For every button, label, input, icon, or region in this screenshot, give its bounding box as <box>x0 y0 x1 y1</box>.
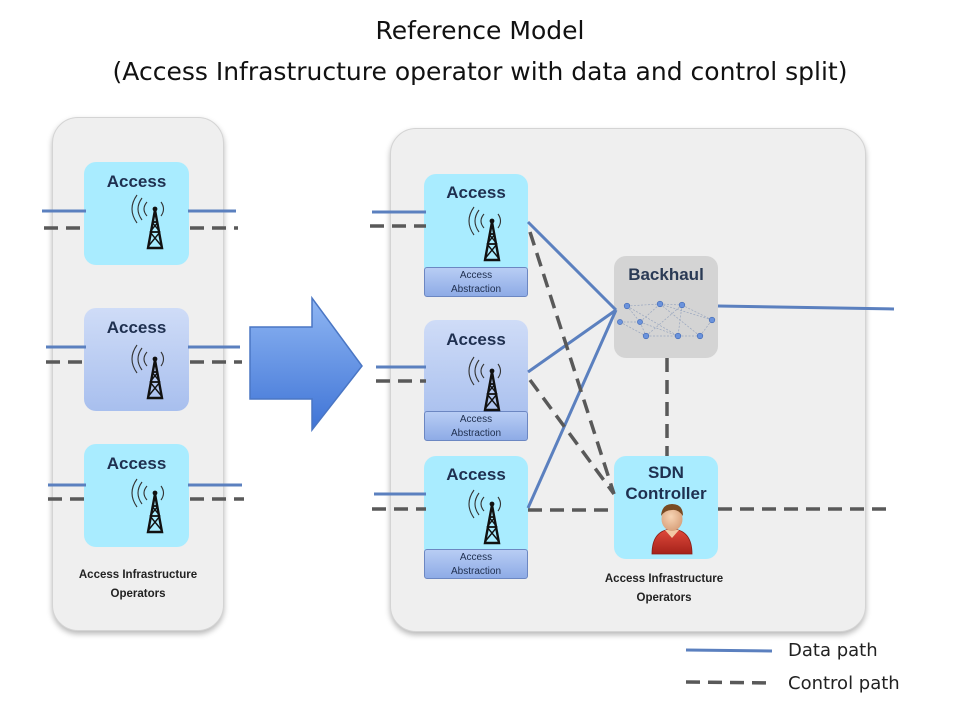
backhaul-box: Backhaul <box>614 256 718 358</box>
right-operators-label: Access Infrastructure Operators <box>574 570 754 608</box>
left-control-lines <box>44 226 244 501</box>
cell-tower-icon <box>130 477 165 534</box>
person-icon <box>651 504 693 555</box>
left-access-box-1: Access <box>84 162 189 265</box>
legend-control-line <box>685 680 773 685</box>
access-label: Access <box>446 465 506 484</box>
data-line <box>527 308 617 374</box>
legend-data-line <box>685 648 773 653</box>
data-line <box>526 220 618 312</box>
cell-tower-icon <box>467 355 502 412</box>
right-access-box-2: Access <box>424 320 528 422</box>
access-label: Access <box>106 318 167 337</box>
cell-tower-icon <box>130 193 165 250</box>
cell-tower-icon <box>130 343 165 400</box>
abstraction-line-2: Abstraction <box>450 284 502 295</box>
legend-control-path: Control path <box>788 673 900 694</box>
access-abstraction-2: Access Abstraction <box>424 411 528 441</box>
abstraction-line-2: Abstraction <box>450 566 502 577</box>
abstraction-line-1: Access <box>459 270 493 281</box>
backhaul-data-lines <box>526 220 895 509</box>
legend-lines <box>685 648 773 685</box>
access-label: Access <box>446 183 506 202</box>
right-entry-control-lines <box>370 224 426 511</box>
sdn-line-1: SDN <box>648 463 684 482</box>
abstraction-line-2: Abstraction <box>450 428 502 439</box>
abstraction-line-1: Access <box>459 414 493 425</box>
left-access-box-3: Access <box>84 444 189 547</box>
backhaul-label: Backhaul <box>628 265 704 284</box>
control-line <box>528 378 616 496</box>
access-abstraction-1: Access Abstraction <box>424 267 528 297</box>
left-operators-label: Access Infrastructure Operators <box>52 566 224 604</box>
right-operators-line-2: Operators <box>636 592 692 604</box>
title-line-1: Reference Model <box>375 16 585 45</box>
control-line <box>528 231 616 495</box>
title-line-2: (Access Infrastructure operator with dat… <box>112 57 848 86</box>
access-abstraction-3: Access Abstraction <box>424 549 528 579</box>
sdn-line-2: Controller <box>625 484 707 503</box>
left-access-box-2: Access <box>84 308 189 411</box>
abstraction-line-1: Access <box>459 552 493 563</box>
data-line <box>526 309 618 509</box>
legend-data-path: Data path <box>788 640 878 661</box>
sdn-label: SDN Controller <box>614 462 718 504</box>
right-arrow-icon <box>249 295 363 433</box>
right-entry-data-lines <box>372 210 426 496</box>
right-operators-line-1: Access Infrastructure <box>604 573 724 585</box>
cell-tower-icon <box>467 205 502 262</box>
sdn-control-lines <box>528 231 894 512</box>
cell-tower-icon <box>467 488 502 545</box>
access-label: Access <box>446 330 506 349</box>
left-data-lines <box>42 209 242 487</box>
data-line <box>717 304 895 311</box>
left-operators-line-1: Access Infrastructure <box>78 569 198 581</box>
access-label: Access <box>106 172 167 191</box>
network-mesh-icon <box>617 300 716 340</box>
access-label: Access <box>106 454 167 473</box>
left-operators-line-2: Operators <box>110 588 166 600</box>
